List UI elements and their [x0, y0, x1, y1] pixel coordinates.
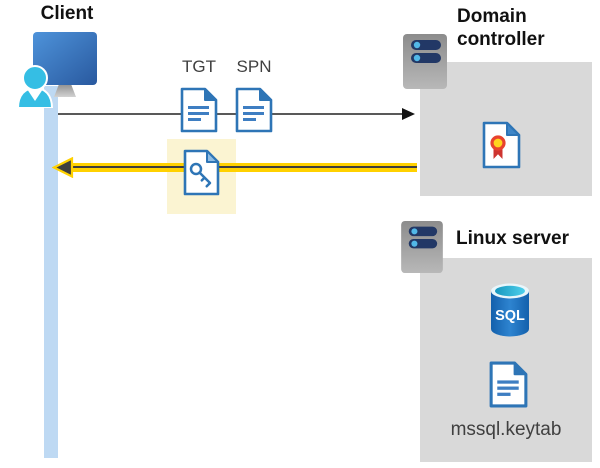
certificate-icon: [482, 121, 521, 169]
client-computer-user-icon: [16, 32, 97, 108]
client-title: Client: [40, 3, 94, 24]
domain-controller-server-icon: [403, 34, 447, 89]
response-arrow-head-icon: [52, 157, 74, 178]
linux-server-title: Linux server: [456, 228, 569, 249]
request-arrow-head-icon: [402, 108, 415, 120]
sql-database-icon: SQL: [491, 283, 529, 337]
domain-controller-title: Domain controller: [457, 6, 545, 50]
linux-server-icon: [401, 220, 443, 274]
request-arrow-line: [58, 113, 404, 115]
spn-document-icon: [235, 87, 273, 133]
tgt-document-icon: [180, 87, 218, 133]
tgt-label: TGT: [182, 57, 216, 76]
service-ticket-key-icon: [183, 149, 220, 196]
monitor-icon: [33, 32, 97, 97]
spn-label: SPN: [236, 57, 272, 76]
client-timeline-bar: [44, 86, 58, 458]
user-icon: [16, 65, 54, 108]
keytab-filename-label: mssql.keytab: [450, 419, 562, 440]
response-arrow-center-line: [63, 166, 417, 168]
keytab-document-icon: [489, 361, 528, 408]
sql-icon-label: SQL: [495, 308, 525, 324]
